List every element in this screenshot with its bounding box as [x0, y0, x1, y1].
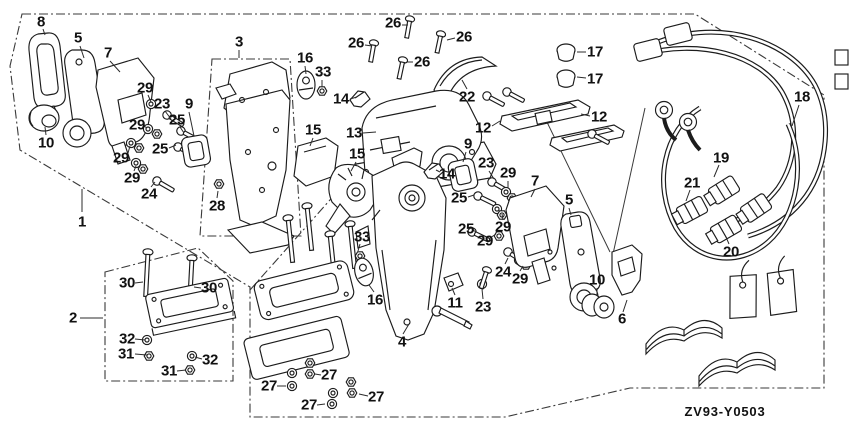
gasket-spacer [253, 260, 355, 321]
part-17-cap-b [556, 69, 576, 88]
part-11-plate [443, 272, 464, 292]
dashed-box-2 [104, 247, 234, 382]
dashed-box-3 [199, 58, 302, 237]
part-7-boot-right [505, 185, 565, 285]
long-bolt [431, 305, 473, 330]
part-7-boot-left [95, 57, 155, 165]
part-33-nut-top [316, 86, 328, 96]
part-9-boot-center [446, 157, 480, 193]
part-6-bracket [611, 244, 643, 296]
tag-a [727, 258, 760, 321]
owners-manual-b [698, 351, 776, 387]
part-17-cap-a [556, 43, 576, 62]
part-22-sheet [433, 56, 498, 101]
part-12-brackets [480, 49, 849, 152]
part-10-bushing-left [28, 104, 60, 132]
part-4-body [355, 147, 447, 341]
diagram-code: ZV93-Y0503 [684, 404, 766, 419]
dashed-inner-box-edge [249, 182, 346, 291]
part-16-grommet-top [296, 70, 316, 100]
part-5-lever-right [560, 211, 601, 312]
part-3-housing [213, 61, 295, 254]
tag-b [766, 254, 798, 317]
harness-19-20 [654, 100, 800, 261]
leader-lines [42, 24, 800, 406]
owners-manual-a [645, 319, 723, 355]
part-5-lever-left [62, 49, 105, 148]
dashed-boundary-main [9, 13, 825, 418]
gasket-sheet [243, 315, 350, 380]
part-2-group [140, 247, 237, 375]
harness-18 [633, 22, 829, 239]
part-14-clip-top [349, 90, 371, 108]
part-10-roller-right [581, 293, 615, 319]
part-15-sector [325, 163, 381, 235]
